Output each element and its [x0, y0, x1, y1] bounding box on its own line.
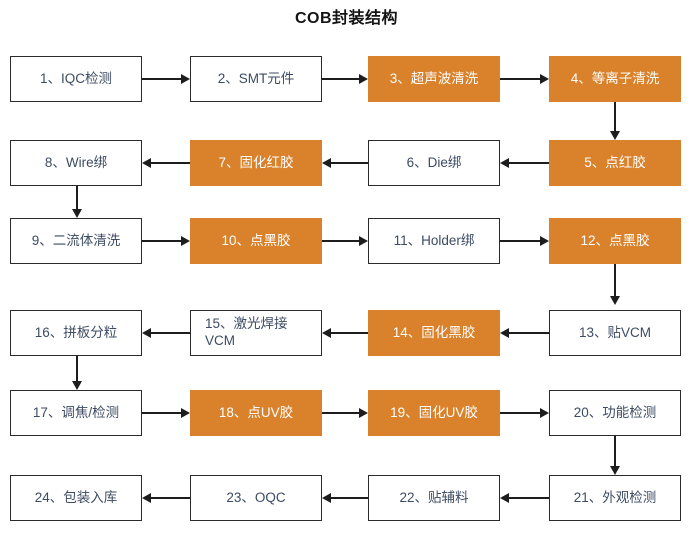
flow-node-15[interactable]: 15、激光焊接 VCM [190, 310, 322, 356]
flow-node-6[interactable]: 6、Die绑 [368, 140, 500, 186]
connector-7-to-8 [151, 162, 190, 164]
connector-5-to-6 [509, 162, 549, 164]
connector-17-to-18 [142, 412, 181, 414]
flow-node-13-label: 13、贴VCM [578, 324, 651, 340]
connector-21-to-22 [509, 497, 549, 499]
flow-node-9[interactable]: 9、二流体清洗 [10, 218, 142, 264]
flow-node-1[interactable]: 1、IQC检测 [10, 56, 142, 102]
arrowhead-3-to-4 [540, 73, 549, 84]
flow-node-24[interactable]: 24、包装入库 [10, 475, 142, 521]
page-title: COB封装结构 [294, 10, 399, 27]
connector-19-to-20 [500, 412, 540, 414]
flow-node-10-label: 10、点黑胶 [221, 232, 291, 248]
flow-node-23-label: 23、OQC [226, 489, 286, 505]
flow-node-19[interactable]: 19、固化UV胶 [368, 390, 500, 436]
arrowhead-17-to-18 [181, 407, 190, 418]
connector-13-to-14 [509, 332, 549, 334]
flow-node-4[interactable]: 4、等离子清洗 [549, 56, 681, 102]
arrowhead-7-to-8 [142, 157, 151, 168]
flow-node-20[interactable]: 20、功能检测 [549, 390, 681, 436]
arrowhead-13-to-14 [500, 327, 509, 338]
arrowhead-15-to-16 [142, 327, 151, 338]
arrowhead-23-to-24 [142, 492, 151, 503]
connector-4-to-5 [614, 102, 616, 131]
flow-node-18[interactable]: 18、点UV胶 [190, 390, 322, 436]
flow-node-14[interactable]: 14、固化黑胶 [368, 310, 500, 356]
flow-node-12[interactable]: 12、点黑胶 [549, 218, 681, 264]
flow-node-19-label: 19、固化UV胶 [390, 404, 478, 420]
arrowhead-9-to-10 [181, 235, 190, 246]
flow-node-21[interactable]: 21、外观检测 [549, 475, 681, 521]
connector-1-to-2 [142, 78, 181, 80]
connector-3-to-4 [500, 78, 540, 80]
flow-node-22-label: 22、贴辅料 [399, 489, 469, 505]
arrowhead-10-to-11 [359, 235, 368, 246]
connector-20-to-21 [614, 436, 616, 466]
flow-node-1-label: 1、IQC检测 [39, 70, 112, 86]
connector-2-to-3 [322, 78, 359, 80]
flow-node-11[interactable]: 11、Holder绑 [368, 218, 500, 264]
connector-14-to-15 [331, 332, 368, 334]
arrowhead-5-to-6 [500, 157, 509, 168]
flow-node-9-label: 9、二流体清洗 [31, 232, 121, 248]
connector-18-to-19 [322, 412, 359, 414]
connector-10-to-11 [322, 240, 359, 242]
arrowhead-12-to-13 [609, 296, 620, 305]
arrowhead-20-to-21 [609, 466, 620, 475]
flow-node-16[interactable]: 16、拼板分粒 [10, 310, 142, 356]
connector-6-to-7 [331, 162, 368, 164]
flow-node-8[interactable]: 8、Wire绑 [10, 140, 142, 186]
flow-node-7[interactable]: 7、固化红胶 [190, 140, 322, 186]
flow-node-4-label: 4、等离子清洗 [570, 70, 660, 86]
flow-node-2-label: 2、SMT元件 [217, 70, 295, 86]
flow-node-11-label: 11、Holder绑 [393, 232, 475, 248]
flow-node-16-label: 16、拼板分粒 [34, 324, 118, 340]
connector-9-to-10 [142, 240, 181, 242]
flow-node-24-label: 24、包装入库 [34, 489, 118, 505]
arrowhead-2-to-3 [359, 73, 368, 84]
flow-node-17[interactable]: 17、调焦/检测 [10, 390, 142, 436]
connector-11-to-12 [500, 240, 540, 242]
arrowhead-22-to-23 [322, 492, 331, 503]
arrowhead-11-to-12 [540, 235, 549, 246]
flow-node-17-label: 17、调焦/检测 [32, 404, 120, 420]
connector-8-to-9 [76, 186, 78, 209]
arrowhead-21-to-22 [500, 492, 509, 503]
arrowhead-19-to-20 [540, 407, 549, 418]
flow-node-13[interactable]: 13、贴VCM [549, 310, 681, 356]
connector-23-to-24 [151, 497, 190, 499]
flow-node-2[interactable]: 2、SMT元件 [190, 56, 322, 102]
flow-node-8-label: 8、Wire绑 [44, 154, 108, 170]
flow-node-22[interactable]: 22、贴辅料 [368, 475, 500, 521]
flow-node-6-label: 6、Die绑 [406, 154, 462, 170]
flow-node-15-label: 15、激光焊接 VCM [205, 316, 288, 348]
connector-22-to-23 [331, 497, 368, 499]
flow-node-5[interactable]: 5、点红胶 [549, 140, 681, 186]
connector-15-to-16 [151, 332, 190, 334]
flow-node-14-label: 14、固化黑胶 [392, 324, 476, 340]
connector-12-to-13 [614, 264, 616, 296]
flow-node-3[interactable]: 3、超声波清洗 [368, 56, 500, 102]
arrowhead-18-to-19 [359, 407, 368, 418]
flow-node-10[interactable]: 10、点黑胶 [190, 218, 322, 264]
flow-node-21-label: 21、外观检测 [573, 489, 657, 505]
flow-node-12-label: 12、点黑胶 [580, 232, 650, 248]
arrowhead-8-to-9 [71, 209, 82, 218]
arrowhead-1-to-2 [181, 73, 190, 84]
arrowhead-16-to-17 [71, 381, 82, 390]
flow-node-18-label: 18、点UV胶 [218, 404, 294, 420]
flow-node-20-label: 20、功能检测 [573, 404, 657, 420]
flow-node-3-label: 3、超声波清洗 [389, 70, 479, 86]
arrowhead-4-to-5 [609, 131, 620, 140]
flow-node-7-label: 7、固化红胶 [218, 154, 294, 170]
connector-16-to-17 [76, 356, 78, 381]
flow-node-23[interactable]: 23、OQC [190, 475, 322, 521]
flow-node-5-label: 5、点红胶 [584, 154, 646, 170]
arrowhead-14-to-15 [322, 327, 331, 338]
arrowhead-6-to-7 [322, 157, 331, 168]
